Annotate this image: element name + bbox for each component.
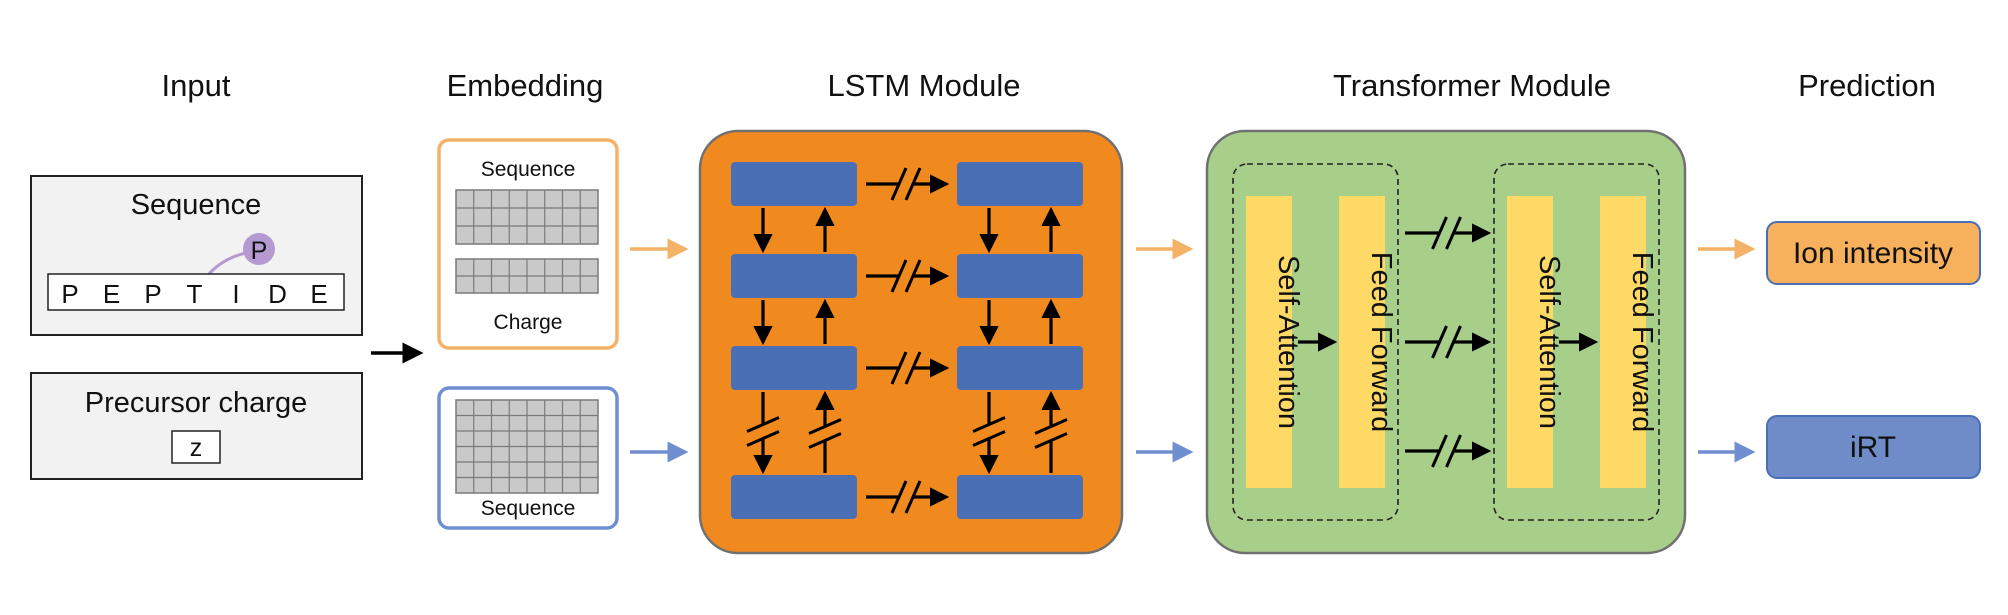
break-mark xyxy=(746,416,780,433)
peptide-letter: E xyxy=(103,279,120,309)
self-attention-bar-2 xyxy=(1507,196,1553,488)
header-embedding: Embedding xyxy=(447,68,604,103)
peptide-letter: P xyxy=(61,279,78,309)
header-lstm-module: LSTM Module xyxy=(828,68,1021,103)
embedding-bottom-box: Sequence xyxy=(437,386,619,530)
peptide-letter: T xyxy=(187,279,203,309)
break-mark xyxy=(1445,434,1462,468)
peptide-letter: D xyxy=(268,279,287,309)
transformer-connections xyxy=(1298,215,1599,469)
precursor-charge-box: Precursor charge z xyxy=(30,372,363,480)
break-mark xyxy=(904,259,922,293)
feed-forward-label-1: Feed Forward xyxy=(1365,252,1397,433)
modification-circle xyxy=(243,233,275,265)
ion-intensity-label: Ion intensity xyxy=(1793,237,1953,270)
break-mark xyxy=(1431,434,1448,468)
lstm-cell xyxy=(731,346,857,390)
self-attention-bar-1 xyxy=(1246,196,1292,488)
break-mark xyxy=(808,418,842,435)
lstm-module xyxy=(698,129,1124,555)
break-mark xyxy=(808,432,842,449)
header-input: Input xyxy=(162,68,231,103)
break-mark xyxy=(1445,216,1462,250)
irt-label: iRT xyxy=(1850,431,1896,464)
ion-intensity-output: Ion intensity xyxy=(1766,221,1981,285)
lstm-cell xyxy=(731,162,857,206)
break-mark xyxy=(972,430,1006,447)
transformer-module: Self-Attention Feed Forward Self-Attenti… xyxy=(1205,129,1687,555)
lstm-cells xyxy=(731,162,1083,519)
embedding-top-box: Sequence Charge xyxy=(437,138,619,350)
charge-symbol-box xyxy=(171,430,221,464)
transformer-block-2 xyxy=(1493,163,1660,521)
peptide-sequence-box xyxy=(47,273,345,311)
lstm-connections xyxy=(745,166,1069,515)
break-mark xyxy=(890,167,908,201)
sequence-embedding-grid xyxy=(455,189,599,245)
break-mark xyxy=(1034,432,1068,449)
lstm-cell xyxy=(957,346,1083,390)
transformer-block-1 xyxy=(1232,163,1399,521)
embedding-charge-label: Charge xyxy=(494,311,563,334)
feed-forward-bar-1 xyxy=(1339,196,1385,488)
header-prediction: Prediction xyxy=(1798,68,1936,103)
sequence-embedding-grid-bottom xyxy=(455,399,599,494)
lstm-cell xyxy=(957,162,1083,206)
precursor-charge-title: Precursor charge xyxy=(85,387,307,419)
lstm-cell xyxy=(957,254,1083,298)
lstm-cell xyxy=(957,475,1083,519)
lstm-cell xyxy=(731,475,857,519)
embedding-sequence-label: Sequence xyxy=(481,158,576,181)
break-mark xyxy=(1445,325,1462,359)
break-mark xyxy=(890,351,908,385)
peptide-letter: P xyxy=(144,279,161,309)
header-transformer-module: Transformer Module xyxy=(1333,68,1611,103)
charge-symbol: z xyxy=(190,434,203,462)
charge-embedding-grid xyxy=(455,258,599,294)
break-mark xyxy=(746,430,780,447)
lstm-cell xyxy=(731,254,857,298)
break-mark xyxy=(904,480,922,514)
sequence-input-title: Sequence xyxy=(131,189,262,221)
feed-forward-label-2: Feed Forward xyxy=(1626,252,1658,433)
break-mark xyxy=(904,167,922,201)
break-mark xyxy=(1034,418,1068,435)
break-mark xyxy=(1431,216,1448,250)
modification-label: P xyxy=(251,237,268,265)
peptide-letter: E xyxy=(310,279,327,309)
break-mark xyxy=(890,480,908,514)
break-mark xyxy=(972,416,1006,433)
peptide-letter: I xyxy=(232,279,239,309)
feed-forward-bar-2 xyxy=(1600,196,1646,488)
break-mark xyxy=(890,259,908,293)
break-mark xyxy=(904,351,922,385)
embedding-bottom-sequence-label: Sequence xyxy=(481,497,576,520)
break-mark xyxy=(1431,325,1448,359)
irt-output: iRT xyxy=(1766,415,1981,479)
